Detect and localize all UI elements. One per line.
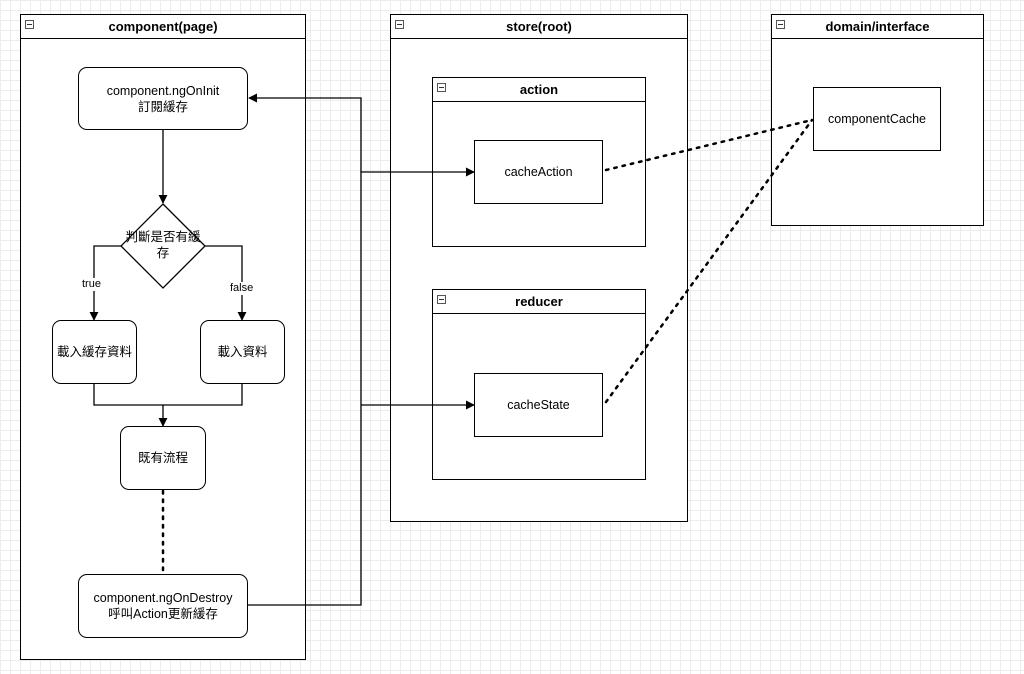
store-root-title: store(root)	[506, 19, 572, 34]
existing-flow-label: 既有流程	[137, 451, 188, 465]
ondestroy-label-2: 呼叫Action更新緩存	[108, 607, 218, 621]
action-title: action	[519, 82, 559, 97]
cache-state-label: cacheState	[507, 398, 570, 412]
false-label: false	[229, 282, 255, 295]
oninit-node[interactable]: component.ngOnInit 訂閱緩存	[78, 67, 248, 130]
oninit-label-2: 訂閱緩存	[137, 99, 188, 114]
domain-interface-title: domain/interface	[825, 19, 930, 34]
component-cache-label: componentCache	[828, 112, 926, 126]
collapse-icon[interactable]	[776, 20, 785, 29]
component-cache-node[interactable]: componentCache	[813, 87, 941, 151]
decision-label-1: 判斷是否有緩	[125, 230, 201, 244]
collapse-icon[interactable]	[395, 20, 404, 29]
cache-action-node[interactable]: cacheAction	[474, 140, 603, 204]
domain-interface-pool-header: domain/interface	[772, 15, 983, 39]
ondestroy-label-1: component.ngOnDestroy	[93, 591, 233, 605]
store-root-pool-header: store(root)	[391, 15, 687, 39]
cache-action-label: cacheAction	[504, 165, 573, 179]
true-label: true	[81, 278, 102, 291]
action-pool-header: action	[433, 78, 645, 102]
load-data-node[interactable]: 載入資料	[200, 320, 285, 384]
component-page-title: component(page)	[108, 19, 218, 34]
reducer-title: reducer	[515, 294, 563, 309]
ondestroy-node[interactable]: component.ngOnDestroy 呼叫Action更新緩存	[78, 574, 248, 638]
existing-flow-node[interactable]: 既有流程	[120, 426, 206, 490]
decision-label[interactable]: 判斷是否有緩 存	[118, 229, 208, 261]
cache-state-node[interactable]: cacheState	[474, 373, 603, 437]
load-cache-label: 載入緩存資料	[56, 345, 132, 359]
component-page-pool-header: component(page)	[21, 15, 305, 39]
load-cache-node[interactable]: 載入緩存資料	[52, 320, 137, 384]
oninit-label-1: component.ngOnInit	[106, 83, 220, 98]
decision-label-2: 存	[156, 246, 170, 260]
reducer-pool-header: reducer	[433, 290, 645, 314]
collapse-icon[interactable]	[437, 295, 446, 304]
collapse-icon[interactable]	[437, 83, 446, 92]
load-data-label: 載入資料	[217, 345, 268, 359]
collapse-icon[interactable]	[25, 20, 34, 29]
